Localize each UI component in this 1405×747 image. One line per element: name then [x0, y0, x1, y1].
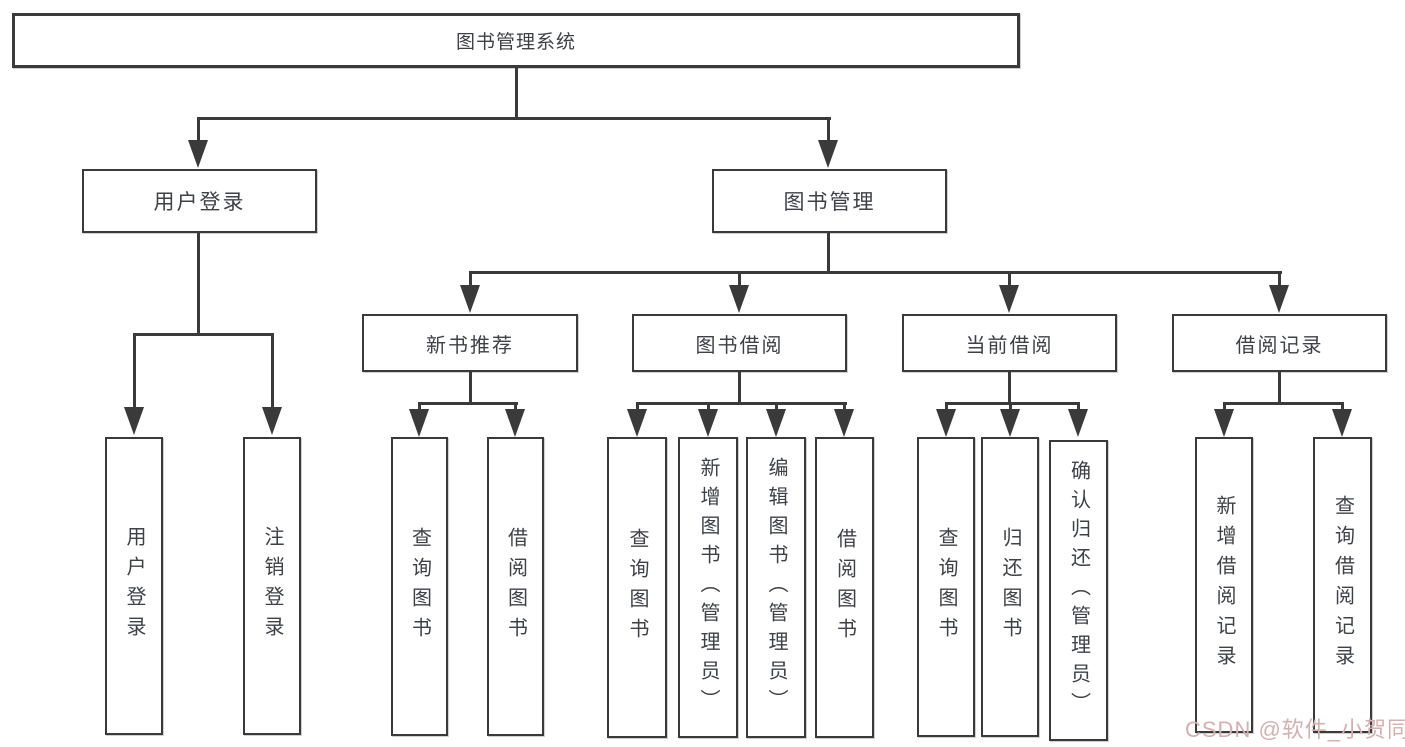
- connector-line: [945, 402, 1080, 405]
- connector-line: [1077, 402, 1080, 412]
- connector-line: [469, 372, 472, 405]
- connector-line: [738, 372, 741, 405]
- leaf-recommend-query-book: 查询图书: [391, 437, 448, 736]
- arrow-down-icon: [460, 285, 480, 313]
- connector-line: [133, 333, 274, 336]
- leaf-add-borrow-record: 新增借阅记录: [1195, 437, 1253, 733]
- connector-line: [1278, 372, 1281, 405]
- connector-line: [1223, 402, 1344, 405]
- leaf-add-book-admin: 新增图书（管理员）: [678, 437, 738, 738]
- connector-line: [469, 271, 472, 288]
- arrow-down-icon: [1332, 409, 1352, 437]
- connector-line: [636, 402, 847, 405]
- leaf-borrow-book: 借阅图书: [815, 437, 874, 738]
- arrow-down-icon: [834, 409, 854, 437]
- connector-line: [775, 402, 778, 412]
- connector-line: [418, 402, 518, 405]
- node-book-borrow: 图书借阅: [632, 314, 847, 372]
- leaf-current-query-book: 查询图书: [917, 437, 975, 737]
- connector-line: [1008, 372, 1011, 405]
- arrow-down-icon: [124, 407, 144, 435]
- csdn-watermark: CSDN @软件_小贺同学: [1185, 717, 1405, 742]
- arrow-down-icon: [698, 409, 718, 437]
- leaf-confirm-return-admin: 确认归还（管理员）: [1049, 440, 1108, 741]
- node-user-login-branch: 用户登录: [82, 169, 317, 233]
- node-current-borrow: 当前借阅: [902, 314, 1117, 372]
- connector-line: [515, 68, 518, 120]
- connector-line: [843, 402, 846, 412]
- connector-line: [738, 271, 741, 288]
- node-book-management-branch: 图书管理: [712, 169, 947, 233]
- arrow-down-icon: [1214, 409, 1234, 437]
- arrow-down-icon: [188, 140, 208, 168]
- connector-line: [827, 117, 830, 143]
- node-root-library-system: 图书管理系统: [12, 13, 1020, 68]
- connector-line: [1009, 402, 1012, 412]
- connector-line: [469, 271, 1282, 274]
- connector-line: [1008, 271, 1011, 288]
- arrow-down-icon: [505, 409, 525, 437]
- connector-line: [636, 402, 639, 412]
- connector-line: [1341, 402, 1344, 412]
- arrow-down-icon: [1068, 409, 1088, 437]
- arrow-down-icon: [627, 409, 647, 437]
- connector-line: [945, 402, 948, 412]
- arrow-down-icon: [729, 285, 749, 313]
- arrow-down-icon: [1000, 409, 1020, 437]
- leaf-logout: 注销登录: [243, 437, 301, 735]
- leaf-recommend-borrow-book: 借阅图书: [487, 437, 544, 736]
- arrow-down-icon: [262, 407, 282, 435]
- leaf-query-borrow-record: 查询借阅记录: [1313, 437, 1372, 733]
- connector-line: [197, 233, 200, 336]
- connector-line: [418, 402, 421, 412]
- arrow-down-icon: [1269, 285, 1289, 313]
- node-new-book-recommend: 新书推荐: [362, 314, 578, 372]
- arrow-down-icon: [999, 285, 1019, 313]
- arrow-down-icon: [766, 409, 786, 437]
- connector-line: [707, 402, 710, 412]
- arrow-down-icon: [818, 140, 838, 168]
- arrow-down-icon: [409, 409, 429, 437]
- connector-line: [133, 333, 136, 410]
- connector-line: [514, 402, 517, 412]
- arrow-down-icon: [936, 409, 956, 437]
- leaf-return-book: 归还图书: [981, 437, 1039, 737]
- node-borrow-records: 借阅记录: [1172, 314, 1387, 372]
- leaf-user-login: 用户登录: [105, 437, 163, 735]
- connector-line: [197, 117, 831, 120]
- connector-line: [197, 117, 200, 143]
- leaf-borrow-query-book: 查询图书: [607, 437, 667, 738]
- connector-line: [1223, 402, 1226, 412]
- connector-line: [271, 333, 274, 410]
- connector-line: [827, 233, 830, 274]
- leaf-edit-book-admin: 编辑图书（管理员）: [746, 437, 806, 738]
- connector-line: [1278, 271, 1281, 288]
